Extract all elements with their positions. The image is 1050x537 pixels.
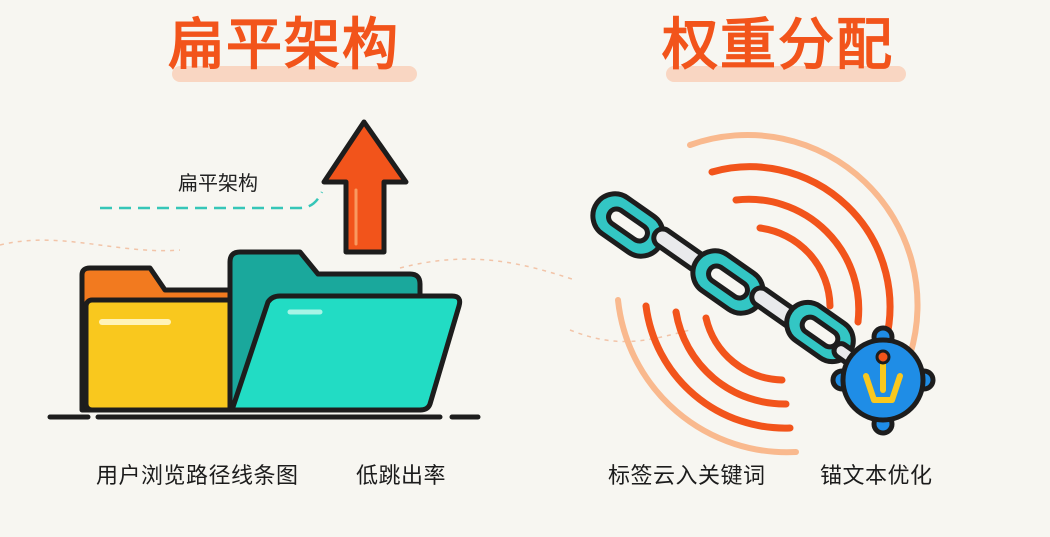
arrow-label: 扁平架构 bbox=[178, 171, 258, 195]
left-caption-path: 用户浏览路径线条图 bbox=[96, 464, 299, 489]
background-dashed-curve-left bbox=[0, 239, 181, 252]
open-folder-icon bbox=[227, 249, 463, 413]
title-left-shadow bbox=[172, 66, 417, 82]
title-right-shadow bbox=[666, 66, 906, 82]
anchor-badge-icon bbox=[830, 325, 936, 436]
folder-icon bbox=[79, 265, 251, 413]
up-arrow-icon bbox=[321, 119, 409, 255]
teal-dashed-line bbox=[100, 191, 324, 210]
background-dashed-curve-middle bbox=[399, 258, 576, 281]
right-caption-anchor: 锚文本优化 bbox=[820, 464, 933, 489]
left-caption-bounce: 低跳出率 bbox=[356, 464, 447, 489]
chain-link-icon bbox=[590, 191, 869, 373]
right-caption-tags: 标签云入关键词 bbox=[608, 464, 766, 489]
signal-waves-icon bbox=[615, 132, 921, 456]
background-dashed-curve-right bbox=[569, 329, 691, 343]
right-title: 权重分配 bbox=[662, 13, 894, 78]
left-title: 扁平架构 bbox=[168, 13, 400, 78]
